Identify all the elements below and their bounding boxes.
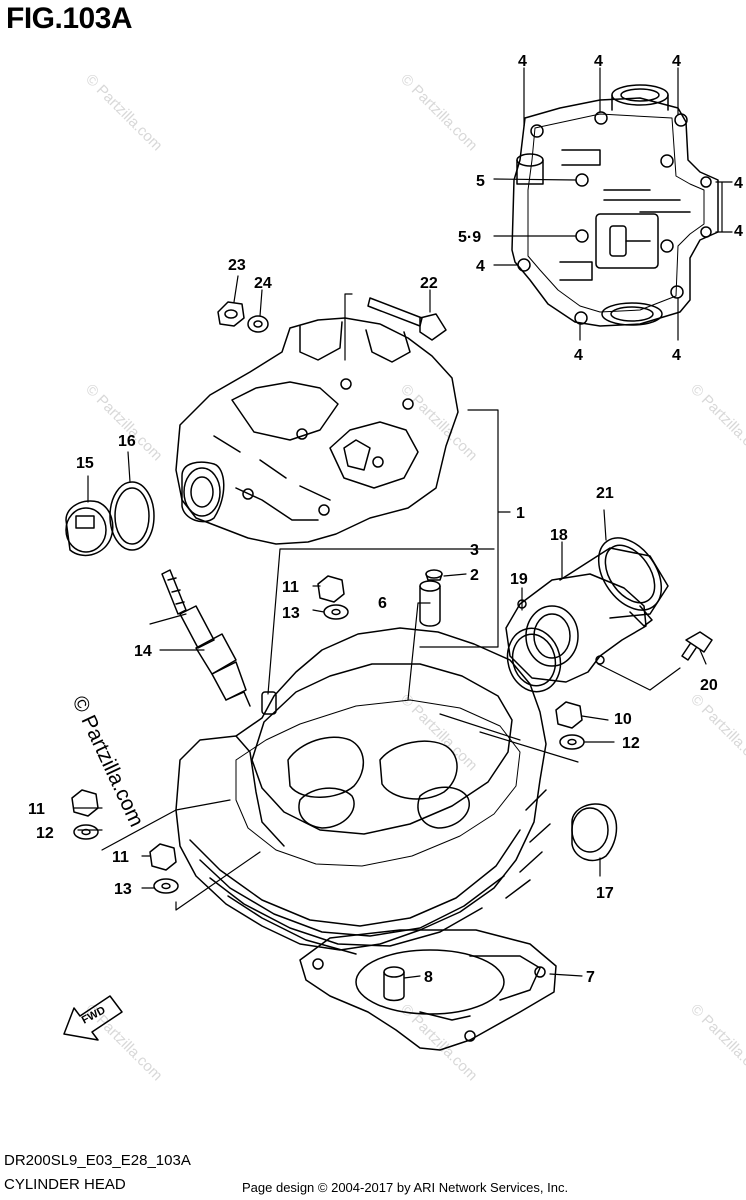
callout-23: 23 — [228, 257, 246, 274]
callout-13: 13 — [114, 881, 132, 898]
callout-21: 21 — [596, 485, 614, 502]
valve-cover-body — [175, 317, 459, 545]
washer-24 — [247, 315, 269, 333]
bolt-22 — [367, 297, 447, 341]
intake-clamp — [597, 537, 663, 627]
callout-18: 18 — [550, 527, 568, 544]
callout-10: 10 — [614, 711, 632, 728]
callout-7: 7 — [586, 969, 595, 986]
washer-12-left — [73, 824, 99, 840]
callout-6: 6 — [378, 595, 387, 612]
watermark-text: © Partzilla.com — [397, 381, 480, 464]
callout-5: 5 — [476, 173, 485, 190]
intake-pipe — [505, 547, 669, 683]
head-cover-top-view — [511, 84, 719, 327]
nut-11-top — [317, 575, 345, 603]
nut-23 — [217, 301, 245, 327]
nut-11-left — [71, 789, 99, 817]
callout-11: 11 — [282, 579, 299, 596]
callout-5-9: 5·9 — [458, 229, 481, 246]
watermark-text: © Partzilla.com — [687, 691, 746, 774]
intake-o-ring — [506, 627, 562, 693]
callout-15: 15 — [76, 455, 94, 472]
callout-11: 11 — [112, 849, 129, 866]
callout-22: 22 — [420, 275, 438, 292]
watermark-text: © Partzilla.com — [82, 71, 165, 154]
callout-13: 13 — [282, 605, 300, 622]
watermark-layer: © Partzilla.com © Partzilla.com © Partzi… — [67, 71, 746, 1084]
callout-11: 11 — [28, 801, 45, 818]
copyright-text: Page design © 2004-2017 by ARI Network S… — [242, 1180, 569, 1195]
dowel-pin — [383, 966, 405, 1002]
callout-4: 4 — [518, 53, 527, 70]
watermark-main: © Partzilla.com — [67, 692, 148, 830]
callout-17: 17 — [596, 885, 614, 902]
leader-lines — [73, 67, 733, 979]
callout-12: 12 — [36, 825, 54, 842]
bolt-20 — [681, 631, 713, 661]
o-ring — [109, 481, 155, 551]
nut-11-mid — [149, 843, 177, 871]
callout-4: 4 — [594, 53, 603, 70]
callout-numbers: 4 4 4 5 4 4 5·9 4 4 4 23 24 22 16 15 1 2… — [28, 53, 743, 1027]
callout-16: 16 — [118, 433, 136, 450]
callout-4: 4 — [672, 53, 681, 70]
callout-24: 24 — [254, 275, 272, 292]
figure-code: DR200SL9_E03_E28_103A — [4, 1152, 191, 1169]
valve-guide — [419, 580, 441, 627]
callout-4: 4 — [734, 175, 743, 192]
callout-4: 4 — [734, 223, 743, 240]
watermark-text: © Partzilla.com — [687, 1001, 746, 1084]
fwd-arrow — [63, 995, 123, 1041]
washer-12-right — [559, 734, 585, 750]
callout-2: 2 — [470, 567, 479, 584]
cylinder-head-block — [175, 627, 551, 955]
washer-13-top — [323, 604, 349, 620]
washer-13-mid — [153, 878, 179, 894]
callout-14: 14 — [134, 643, 152, 660]
figure-title: FIG.103A — [6, 2, 133, 35]
callout-3: 3 — [470, 542, 479, 559]
watermark-text: © Partzilla.com — [397, 71, 480, 154]
plug-cap — [65, 500, 114, 557]
valve-seal — [425, 569, 443, 581]
watermark-text: © Partzilla.com — [82, 381, 165, 464]
spark-plug — [161, 569, 251, 707]
watermark-text: © Partzilla.com — [397, 691, 480, 774]
callout-8: 8 — [424, 969, 433, 986]
callout-1: 1 — [516, 505, 525, 522]
callout-4: 4 — [476, 258, 485, 275]
callout-20: 20 — [700, 677, 718, 694]
callout-4: 4 — [574, 347, 583, 364]
callout-19: 19 — [510, 571, 528, 588]
figure-name: CYLINDER HEAD — [4, 1176, 126, 1193]
nut-10 — [555, 701, 583, 729]
callout-4: 4 — [672, 347, 681, 364]
watermark-text: © Partzilla.com — [687, 381, 746, 464]
callout-12: 12 — [622, 735, 640, 752]
head-gasket — [299, 929, 557, 1051]
plug-17 — [571, 803, 618, 862]
